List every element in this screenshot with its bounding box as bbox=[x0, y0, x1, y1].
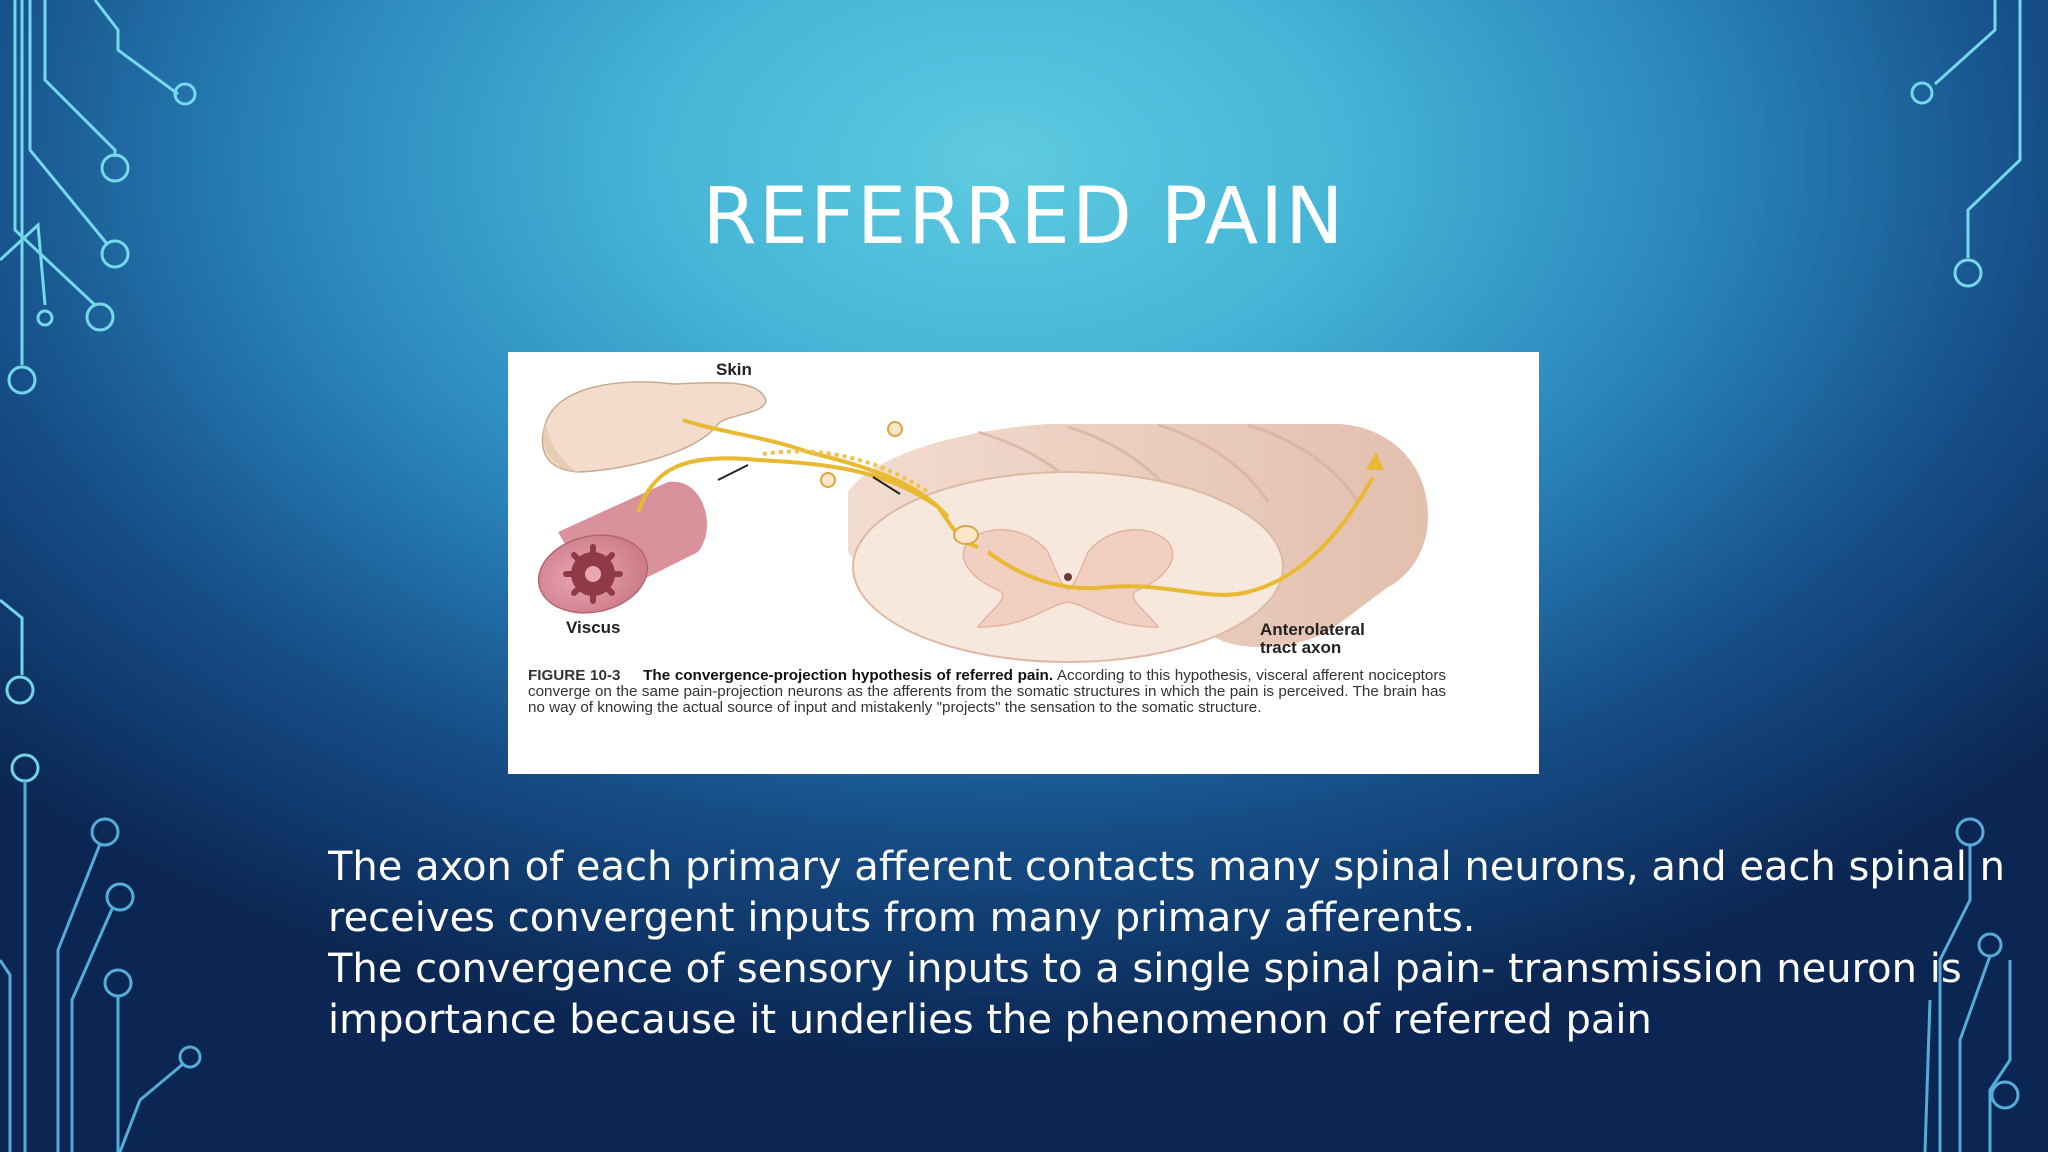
body-line-3: The convergence of sensory inputs to a s… bbox=[328, 946, 1962, 992]
body-paragraph: The axon of each primary afferent contac… bbox=[328, 842, 2048, 1046]
skin-shape bbox=[541, 381, 767, 473]
figure-caption-text: According to this hypothesis, visceral a… bbox=[528, 667, 1446, 716]
label-anterolateral: Anterolateral bbox=[1260, 620, 1365, 639]
body-line-2: receives convergent inputs from many pri… bbox=[328, 895, 1476, 941]
label-skin: Skin bbox=[716, 360, 752, 379]
label-viscus: Viscus bbox=[566, 618, 621, 637]
figure-title: The convergence-projection hypothesis of… bbox=[643, 667, 1054, 684]
slide-title: REFERRED PAIN bbox=[702, 172, 1346, 262]
gray-matter-shape bbox=[962, 529, 1174, 628]
label-tract-axon: tract axon bbox=[1260, 638, 1342, 657]
spinal-cord-illustration bbox=[537, 381, 1428, 663]
figure-image: Skin Viscus Anterolateral tract axon FIG… bbox=[508, 352, 1539, 774]
figure-caption: FIGURE 10-3 The convergence-projection h… bbox=[528, 668, 1446, 716]
body-line-4: importance because it underlies the phen… bbox=[328, 997, 1652, 1043]
body-line-1: The axon of each primary afferent contac… bbox=[328, 844, 2005, 890]
figure-number: FIGURE 10-3 bbox=[528, 667, 621, 684]
